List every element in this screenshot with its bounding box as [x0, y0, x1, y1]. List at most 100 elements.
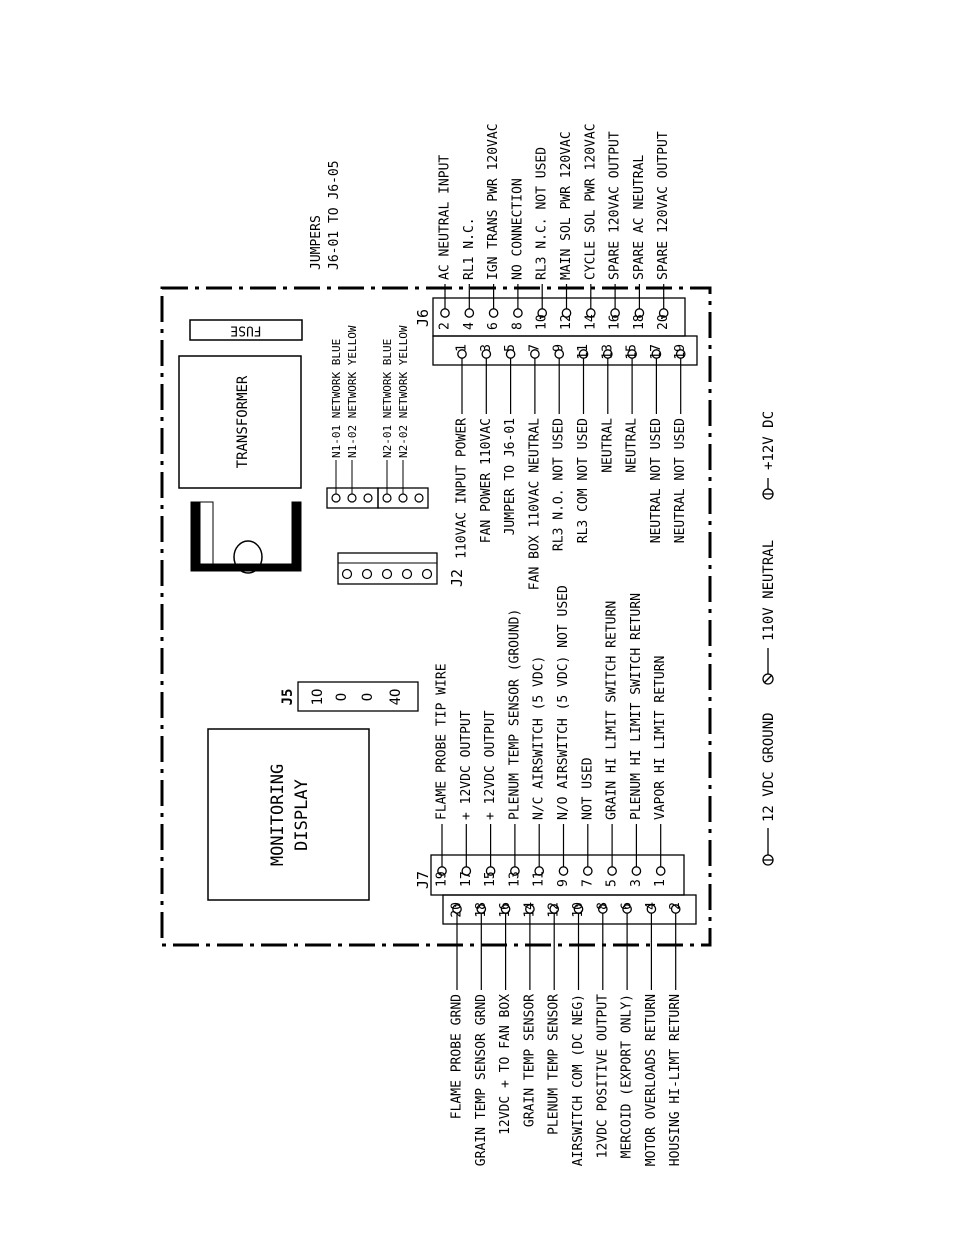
jumpers-note-title: JUMPERS — [309, 215, 324, 270]
j5-connector: J5 1O O O 4O — [280, 681, 419, 712]
j6-pin-10: 10 — [535, 314, 550, 330]
transformer: TRANSFORMER — [178, 355, 302, 489]
j7-pin-16-label: 12VDC + TO FAN BOX — [498, 994, 513, 1135]
j6-pin-8-terminal — [513, 308, 523, 318]
display-label-line-2: DISPLAY — [292, 779, 312, 851]
j7-pin-1-terminal — [655, 866, 666, 876]
j7-pin-11: 11 — [532, 871, 547, 887]
j7-pin-15-label: + 12VDC OUTPUT — [483, 710, 498, 820]
legend-12vdc-ground: 12 VDC GROUND — [761, 712, 777, 866]
network-connector-n2: N2-01 NETWORK BLUE N2-02 NETWORK YELLOW — [377, 325, 429, 509]
j6-pin-2-label: AC NEUTRAL INPUT — [438, 155, 453, 280]
fuse-label: FUSE — [230, 323, 261, 338]
j7-pin-18-label: GRAIN TEMP SENSOR GRND — [474, 994, 489, 1166]
j6-label: J6 — [414, 309, 432, 327]
j6-pin-3-label: FAN POWER 110VAC — [479, 418, 494, 543]
j7-pin-7-terminal — [582, 866, 593, 876]
j6-pin-4-label: RL1 N.C. — [462, 217, 477, 280]
j6-pin-8: 8 — [510, 322, 525, 330]
j6-pin-9-label: RL3 N.O. NOT USED — [552, 418, 567, 551]
j5-pin-1: 1O — [310, 689, 326, 706]
j6-pin-11: 11 — [576, 344, 591, 360]
j6-pin-9: 9 — [552, 344, 567, 352]
j7-pin-3: 3 — [629, 879, 644, 887]
j6-pin-13-label: NEUTRAL — [600, 418, 615, 473]
j6-pin-17: 17 — [649, 344, 664, 360]
j7-pin-6-label: MERCOID (EXPORT ONLY) — [620, 994, 635, 1158]
j7-pin-12-label: PLENUM TEMP SENSOR — [547, 994, 562, 1135]
j6-pin-20: 20 — [656, 314, 671, 330]
j6-pin-4-terminal — [464, 308, 475, 318]
network-n1-01-label: N1-01 NETWORK BLUE — [330, 339, 343, 458]
legend-12v-dc-label: +12V DC — [761, 411, 777, 470]
j6-pin-12-label: MAIN SOL PWR 120VAC — [559, 131, 574, 280]
j7-pin-16: 16 — [498, 902, 513, 918]
j7-pin-19: 19 — [435, 871, 450, 887]
j6-pin-3: 3 — [479, 344, 494, 352]
j7-pin-17: 17 — [459, 871, 474, 887]
j7-pin-10-label: AIRSWITCH COM (DC NEG) — [571, 994, 586, 1166]
j6-pin-6-terminal — [488, 308, 499, 318]
j7-pin-17-label: + 12VDC OUTPUT — [459, 710, 474, 820]
j6-pin-15: 15 — [625, 344, 640, 360]
j7-pin-3-terminal — [631, 866, 642, 876]
j7-pin-20: 20 — [450, 902, 465, 918]
j6-pin-6: 6 — [486, 322, 501, 330]
j7-pin-13: 13 — [507, 871, 522, 887]
display-label-line-1: MONITORING — [268, 764, 288, 866]
network-n2-02-label: N2-02 NETWORK YELLOW — [397, 325, 410, 458]
j6-pin-13: 13 — [600, 344, 615, 360]
j6-pin-8-label: NO CONNECTION — [510, 178, 525, 280]
j7-pin-12: 12 — [547, 902, 562, 918]
j6-pin-20-label: SPARE 120VAC OUTPUT — [656, 131, 671, 280]
legend-110v-neutral: 110V NEUTRAL — [761, 540, 777, 685]
network-connector-n1: N1-01 NETWORK BLUE N1-02 NETWORK YELLOW — [326, 325, 379, 509]
j7-pin-11-label: N/C AIRSWITCH (5 VDC) — [532, 656, 547, 820]
j5-pin-3: O — [360, 693, 376, 701]
network-n2-01-label: N2-01 NETWORK BLUE — [381, 339, 394, 458]
j7-pin-1: 1 — [653, 879, 668, 887]
j7-pin-14: 14 — [522, 902, 537, 918]
j6-pin-17-label: NEUTRAL NOT USED — [649, 418, 664, 543]
j6-pin-11-label: RL3 COM NOT USED — [576, 418, 591, 543]
j6-pin-7-label: FAN BOX 110VAC NEUTRAL — [527, 418, 542, 590]
j7-pin-20-label: FLAME PROBE GRND — [450, 994, 465, 1119]
j6-pin-16: 16 — [608, 314, 623, 330]
transformer-label: TRANSFORMER — [235, 375, 251, 468]
heat-sink — [190, 501, 302, 574]
j5-pin-4: 4O — [388, 689, 404, 706]
j7-pin-18: 18 — [474, 902, 489, 918]
j6-pin-7: 7 — [527, 344, 542, 352]
network-n1-02-label: N1-02 NETWORK YELLOW — [346, 325, 359, 458]
j7-pin-6: 6 — [620, 902, 635, 910]
j6-pin-19-label: NEUTRAL NOT USED — [673, 418, 688, 543]
j6-pin-14-label: CYCLE SOL PWR 120VAC — [583, 123, 598, 280]
board-outline — [160, 286, 712, 947]
j2-label: J2 — [448, 569, 466, 587]
j6-pin-2: 2 — [438, 322, 453, 330]
j7-pin-1-label: VAPOR HI LIMIT RETURN — [653, 656, 668, 820]
j7-pin-2: 2 — [668, 902, 683, 910]
j7-pin-5: 5 — [605, 879, 620, 887]
jumpers-note-range: J6-01 TO J6-05 — [327, 160, 342, 270]
legend-12vdc-ground-label: 12 VDC GROUND — [761, 712, 777, 822]
j7-pin-9-label: N/O AIRSWITCH (5 VDC) NOT USED — [556, 585, 571, 820]
j6-pin-18-label: SPARE AC NEUTRAL — [632, 155, 647, 280]
j7-pin-5-label: GRAIN HI LIMIT SWITCH RETURN — [605, 601, 620, 820]
j6-pin-16-label: SPARE 120VAC OUTPUT — [608, 131, 623, 280]
monitoring-display: MONITORING DISPLAY — [207, 728, 370, 901]
j6-pin-1: 1 — [455, 344, 470, 352]
j2-connector: J2 — [337, 552, 466, 587]
j7-pin-13-label: PLENUM TEMP SENSOR (GROUND) — [507, 609, 522, 820]
j7-pin-8: 8 — [595, 902, 610, 910]
j6-pin-10-label: RL3 N.C. NOT USED — [535, 147, 550, 280]
legend-110v-neutral-label: 110V NEUTRAL — [761, 540, 777, 641]
j7-pin-9: 9 — [556, 879, 571, 887]
